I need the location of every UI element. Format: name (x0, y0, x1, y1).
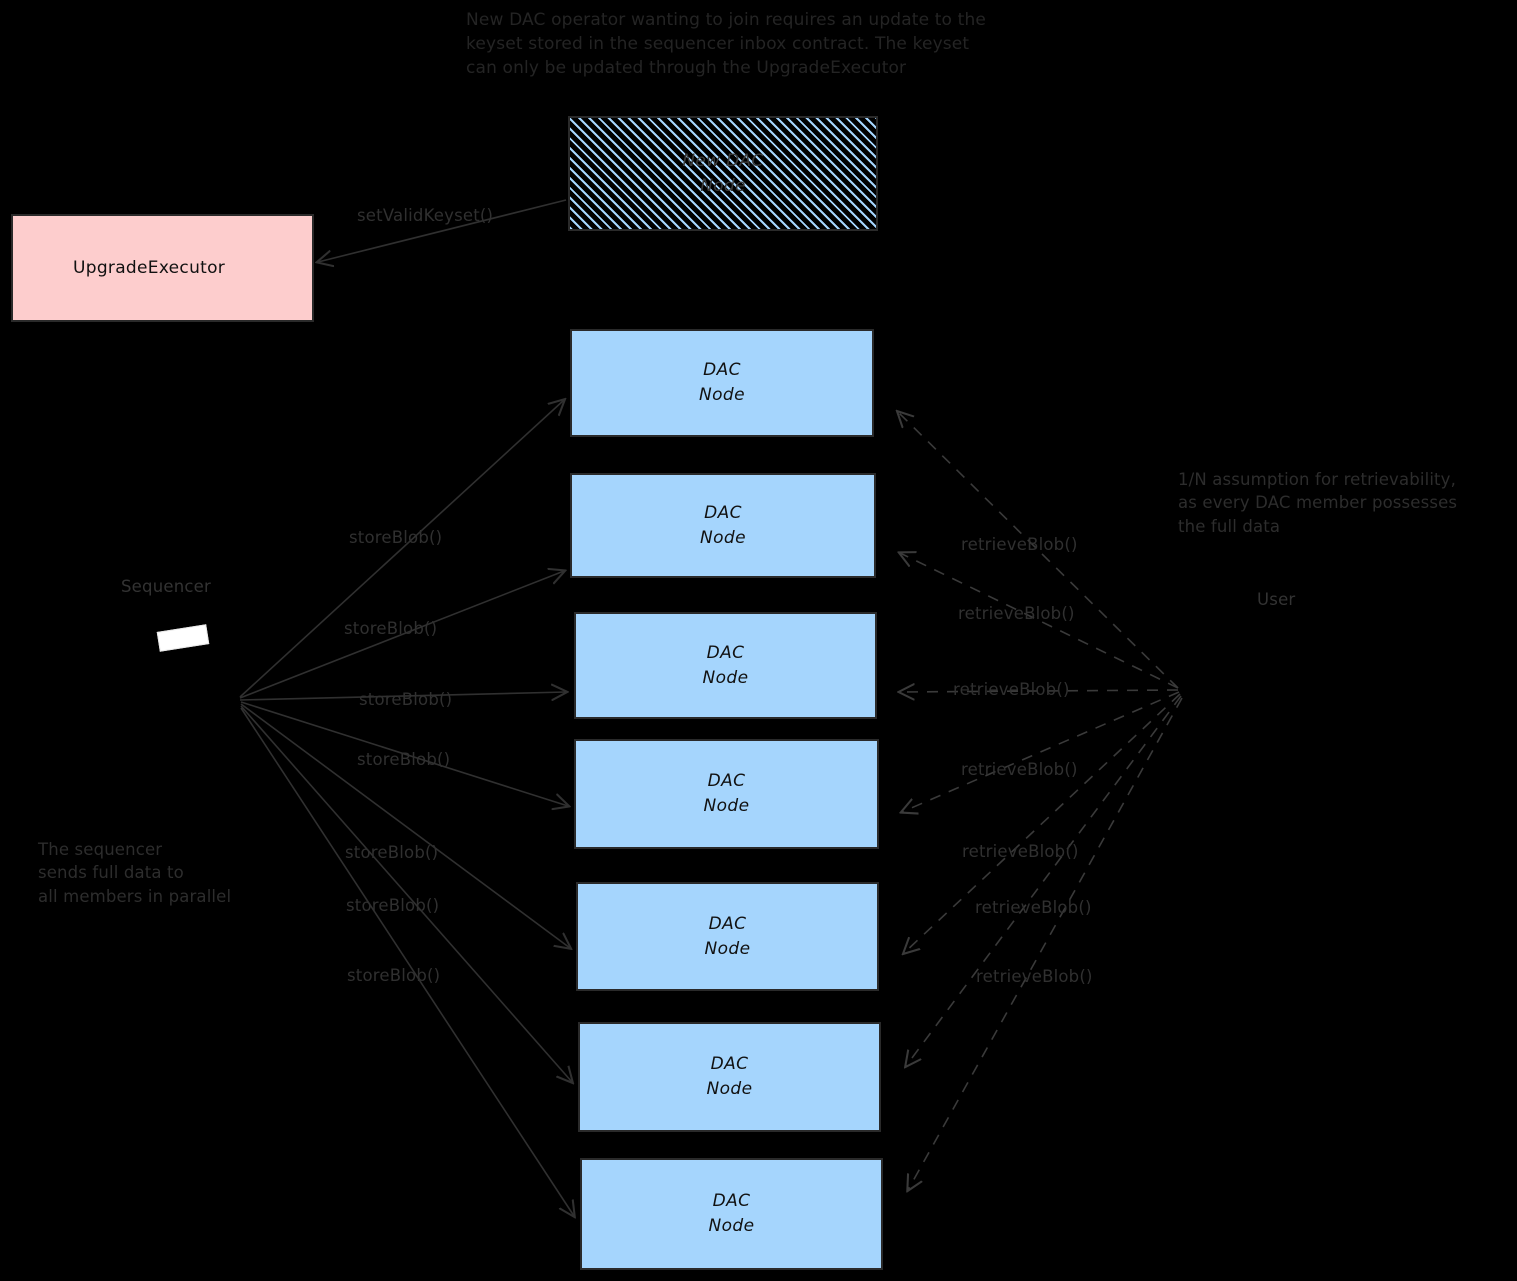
edge-label-store-blob-5: storeBlob() (345, 843, 439, 862)
dac-node-1-line1: DAC (703, 360, 741, 381)
new-dac-node-line2: Node (700, 175, 746, 196)
edge-label-retrieve-blob-7: retrieveBlob() (976, 967, 1093, 986)
edge-store-blob-group (239, 400, 574, 1216)
box-dac-node-2[interactable]: DAC Node (570, 473, 876, 578)
box-new-dac-node[interactable]: New DAC Node (568, 116, 878, 231)
dac-node-3-line2: Node (702, 667, 749, 688)
edge-label-set-valid-keyset: setValidKeyset() (357, 206, 494, 225)
dac-node-4-line1: DAC (707, 771, 746, 792)
box-dac-node-6[interactable]: DAC Node (578, 1022, 881, 1132)
box-dac-node-7[interactable]: DAC Node (580, 1158, 883, 1270)
dac-node-3-line1: DAC (706, 642, 745, 663)
dac-node-6-line1: DAC (710, 1054, 749, 1075)
dac-node-1-line2: Node (699, 385, 745, 405)
dac-node-2-line1: DAC (704, 502, 742, 523)
edge-label-store-blob-4: storeBlob() (357, 750, 451, 769)
box-upgrade-executor[interactable]: UpgradeExecutor (11, 214, 314, 322)
edge-label-retrieve-blob-3: retrieveBlob() (953, 680, 1070, 699)
dac-node-6-line2: Node (706, 1079, 753, 1099)
edge-label-retrieve-blob-1: retrieveBlob() (961, 535, 1078, 554)
note-retrievability: 1/N assumption for retrievability, as ev… (1178, 470, 1458, 536)
sequencer-icon (156, 624, 210, 652)
dac-node-2-line2: Node (700, 527, 746, 548)
actor-label-sequencer: Sequencer (121, 577, 211, 596)
edge-label-store-blob-6: storeBlob() (346, 896, 440, 915)
edge-label-retrieve-blob-5: retrieveBlob() (962, 842, 1079, 861)
edge-retrieve-blob-group (898, 412, 1183, 1190)
dac-node-5-line2: Node (704, 938, 751, 959)
edge-label-retrieve-blob-2: retrieveBlob() (958, 604, 1075, 623)
actor-label-user: User (1257, 590, 1296, 609)
box-dac-node-4[interactable]: DAC Node (574, 739, 879, 849)
note-new-dac-operator: New DAC operator wanting to join require… (466, 10, 987, 79)
edge-label-store-blob-3: storeBlob() (359, 690, 453, 709)
edge-label-retrieve-blob-4: retrieveBlob() (961, 760, 1078, 779)
edge-label-store-blob-1: storeBlob() (349, 528, 443, 547)
edge-label-retrieve-blob-6: retrieveBlob() (975, 898, 1092, 917)
dac-node-7-line2: Node (708, 1216, 755, 1236)
box-dac-node-3[interactable]: DAC Node (574, 612, 877, 719)
dac-node-4-line2: Node (703, 796, 750, 816)
dac-node-5-line1: DAC (708, 913, 747, 934)
note-sequencer-parallel: The sequencer sends full data to all mem… (38, 840, 232, 906)
dac-node-7-line1: DAC (712, 1191, 751, 1212)
edge-label-store-blob-7: storeBlob() (347, 966, 441, 985)
edge-label-store-blob-2: storeBlob() (344, 619, 438, 638)
new-dac-node-line1: New DAC (682, 150, 764, 171)
upgrade-executor-label: UpgradeExecutor (73, 258, 226, 278)
box-dac-node-1[interactable]: DAC Node (570, 329, 874, 437)
box-dac-node-5[interactable]: DAC Node (576, 882, 879, 991)
